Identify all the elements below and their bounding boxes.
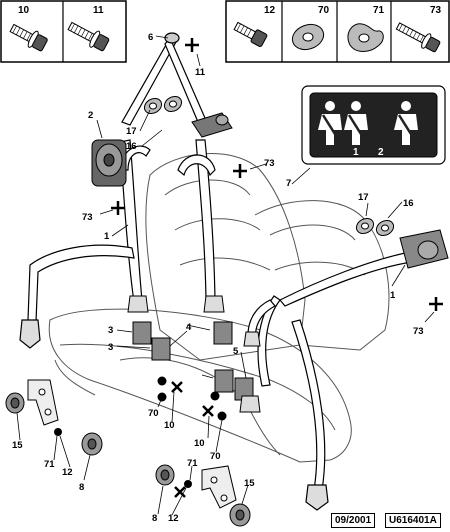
washer-pair-right	[355, 217, 395, 237]
callout-15-left: 15	[12, 440, 23, 451]
callout-3-lower: 3	[108, 342, 113, 353]
callout-70-left: 70	[148, 408, 159, 419]
footer-reference: U616401A	[385, 513, 441, 528]
callout-17-upper: 17	[126, 126, 137, 137]
long-bolt-icon	[395, 22, 441, 53]
callout-70-right: 70	[210, 451, 221, 462]
callout-6: 6	[148, 32, 153, 43]
callout-5: 5	[233, 346, 239, 357]
callout-16-upper: 16	[126, 141, 137, 152]
callout-12-left: 12	[62, 467, 73, 478]
parts-box-right: 12 70 71 73	[225, 0, 450, 63]
inset-label-2: 2	[378, 147, 384, 158]
callout-73-right: 73	[413, 326, 424, 337]
callout-3-upper: 3	[108, 325, 113, 336]
callout-15-right: 15	[244, 478, 255, 489]
upper-belt-guide	[191, 112, 233, 138]
leader-lines	[16, 35, 435, 516]
part-ref-70: 70	[318, 5, 330, 16]
buckles	[127, 295, 261, 413]
part-ref-12: 12	[264, 5, 276, 16]
callout-71-right: 71	[187, 458, 198, 469]
callout-16-right: 16	[403, 198, 414, 209]
callout-1-left: 1	[104, 231, 110, 242]
callout-10-right: 10	[194, 438, 205, 449]
lower-anchor-left	[5, 379, 103, 456]
bolt-icon	[233, 21, 268, 47]
callout-11: 11	[195, 67, 206, 78]
washer-pair-upper	[143, 95, 183, 115]
parts-box-left: 10 11	[0, 0, 127, 63]
footer-date: 09/2001	[331, 513, 376, 528]
callout-73-upper: 73	[264, 158, 275, 169]
lower-anchor-right	[155, 464, 251, 527]
callout-10-left: 10	[164, 420, 175, 431]
round-washer-icon	[291, 23, 325, 51]
shaped-washer-icon	[347, 23, 384, 52]
callout-12-right: 12	[168, 513, 179, 524]
part-ref-71: 71	[373, 5, 385, 16]
callout-2: 2	[88, 110, 93, 121]
part-ref-11: 11	[93, 5, 104, 16]
right-retractor	[399, 229, 449, 269]
inset-label-1: 1	[353, 147, 359, 158]
callout-1-right: 1	[390, 290, 396, 301]
callout-8-right: 8	[152, 513, 157, 524]
flange-bolt-icon	[67, 21, 110, 52]
callouts: 6 11 2 17 16 73 7 73 1 17 16 1 73 3 3 4 …	[12, 32, 424, 524]
part-ref-10: 10	[18, 5, 30, 16]
callout-71-left: 71	[44, 459, 55, 470]
callout-73-left: 73	[82, 212, 93, 223]
flange-bolt-icon	[9, 23, 48, 52]
cross-markers	[111, 38, 443, 498]
callout-7: 7	[286, 178, 291, 189]
part-ref-73: 73	[430, 5, 442, 16]
callout-8-left: 8	[79, 482, 84, 493]
fastener-dots	[157, 376, 227, 421]
callout-17-right: 17	[358, 192, 369, 203]
callout-4: 4	[186, 322, 192, 333]
left-retractor	[91, 139, 127, 187]
seat-belt-icon-inset: 1 2	[301, 85, 446, 165]
